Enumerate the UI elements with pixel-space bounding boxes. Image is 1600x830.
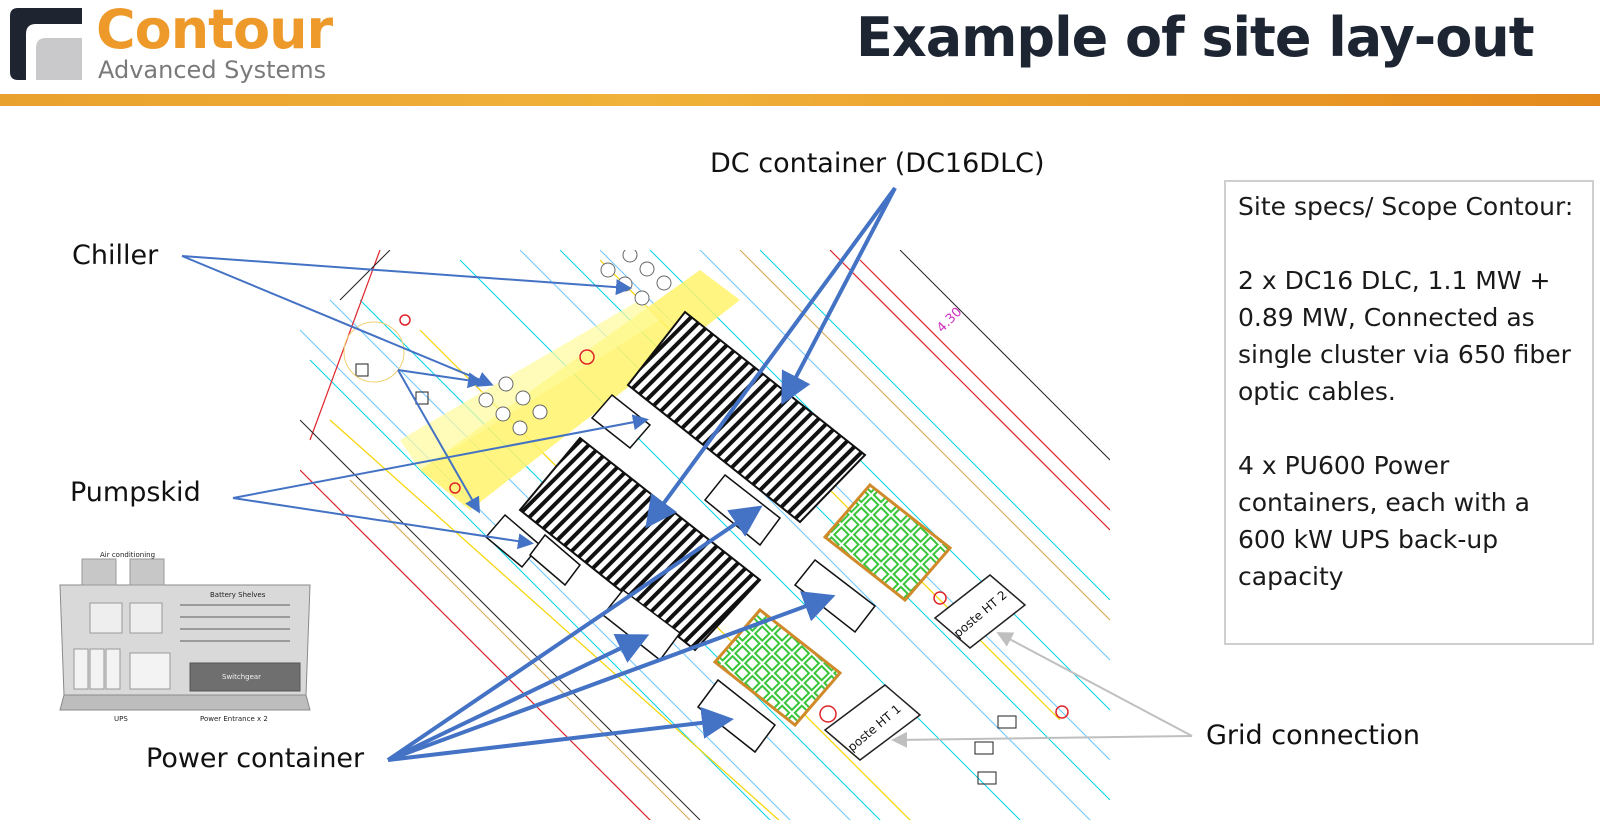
specs-dc-line: 2 x DC16 DLC, 1.1 MW + 0.89 MW, Connecte… [1238, 266, 1571, 406]
power-container-arrow [387, 706, 734, 762]
battery-shelves-label: Battery Shelves [210, 591, 266, 599]
dc-container-arrow [781, 187, 897, 406]
header-divider [0, 94, 1600, 106]
dc-container-arrow [645, 186, 897, 529]
power-container-arrow [387, 591, 836, 762]
power-container-arrow [387, 633, 650, 762]
pumpskid-arrow [397, 369, 484, 389]
dc-container-label: DC container (DC16DLC) [710, 148, 1045, 179]
site-specs-box: Site specs/ Scope Contour: 2 x DC16 DLC,… [1224, 180, 1594, 645]
pumpskid-arrow [232, 414, 649, 499]
pumpskid-arrow [397, 369, 480, 514]
grid-connection-label: Grid connection [1206, 720, 1421, 751]
switchgear-label: Switchgear [222, 673, 261, 681]
chiller-arrow [181, 255, 494, 387]
grid-connection-arrow [996, 632, 1193, 737]
cad-plan: poste HT 2 poste HT 1 4.30 [300, 250, 1110, 820]
chiller-label: Chiller [72, 240, 159, 271]
brand-subtitle: Advanced Systems [98, 56, 327, 84]
specs-power-line: 4 x PU600 Power containers, each with a … [1238, 451, 1530, 591]
slide-header: Contour Advanced Systems Example of site… [0, 0, 1600, 110]
pumpskid-arrow [232, 497, 534, 550]
brand-name: Contour [96, 0, 333, 61]
specs-heading: Site specs/ Scope Contour: [1238, 192, 1574, 221]
chiller-arrow [181, 255, 632, 296]
grid-connection-arrow [891, 731, 1193, 748]
pumpskid-label: Pumpskid [70, 477, 201, 508]
ups-label: UPS [114, 715, 128, 723]
power-container-arrow [386, 505, 763, 762]
power-container-illustration: Air conditioning Battery Shelves Switchg… [50, 545, 322, 740]
contour-logo-icon [10, 8, 82, 80]
page-title: Example of site lay-out [856, 6, 1535, 69]
power-entrance-label: Power Entrance x 2 [200, 715, 268, 723]
power-container-label: Power container [146, 743, 365, 774]
air-conditioning-label: Air conditioning [100, 551, 155, 559]
